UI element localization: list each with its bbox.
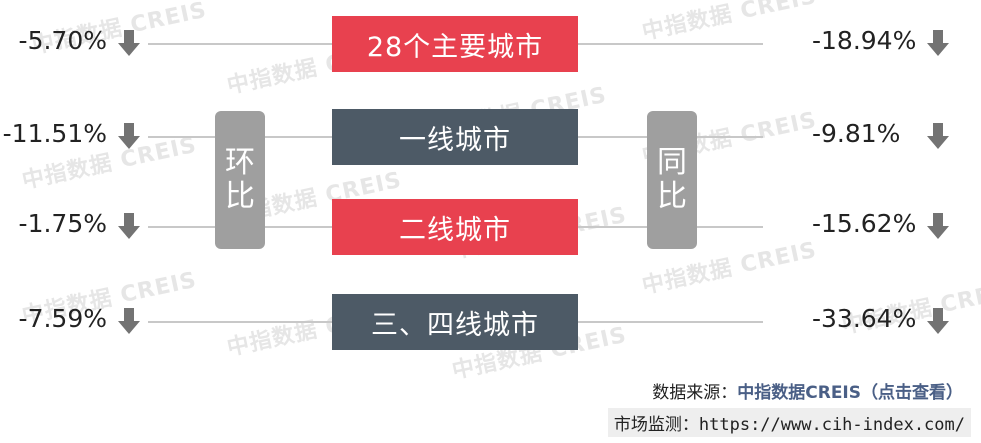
down-arrow-icon (118, 308, 140, 334)
tongbi-label-char: 比 (657, 179, 687, 214)
tongbi-value: -9.81% (812, 119, 901, 148)
down-arrow-icon (118, 123, 140, 149)
tongbi-value: -15.62% (812, 209, 917, 238)
connector-line (148, 43, 333, 45)
tongbi-value: -18.94% (812, 26, 917, 55)
city-label: 三、四线城市 (332, 294, 578, 350)
huanbi-value: -11.51% (2, 119, 107, 148)
huanbi-label-char: 环 (225, 144, 255, 180)
huanbi-value: -7.59% (18, 304, 107, 333)
table-row: -7.59% 三、四线城市 -33.64% (0, 294, 981, 350)
city-label: 一线城市 (332, 109, 578, 165)
huanbi-value: -5.70% (18, 26, 107, 55)
source-note: 数据来源：中指数据CREIS（点击查看） (652, 378, 963, 403)
connector-line (578, 43, 763, 45)
down-arrow-icon (927, 213, 949, 239)
source-link[interactable]: 中指数据CREIS（点击查看） (737, 383, 963, 403)
down-arrow-icon (927, 30, 949, 56)
connector-line (578, 321, 763, 323)
down-arrow-icon (927, 123, 949, 149)
huanbi-label-char: 比 (225, 179, 255, 214)
table-row: -1.75% 二线城市 -15.62% (0, 199, 981, 255)
tongbi-value: -33.64% (812, 304, 917, 333)
city-label: 二线城市 (332, 199, 578, 255)
source-prefix: 数据来源： (652, 383, 738, 403)
tongbi-label-char: 同 (657, 144, 687, 180)
huanbi-value: -1.75% (18, 209, 107, 238)
down-arrow-icon (118, 30, 140, 56)
down-arrow-icon (927, 308, 949, 334)
monitor-url[interactable]: 市场监测：https://www.cih-index.com/ (607, 408, 971, 437)
tongbi-label: 同 比 (647, 111, 697, 249)
huanbi-label: 环 比 (215, 111, 265, 249)
down-arrow-icon (118, 213, 140, 239)
table-row: -11.51% 一线城市 -9.81% (0, 109, 981, 165)
city-label: 28个主要城市 (332, 16, 578, 72)
connector-line (148, 321, 333, 323)
table-row: -5.70% 28个主要城市 -18.94% (0, 16, 981, 72)
